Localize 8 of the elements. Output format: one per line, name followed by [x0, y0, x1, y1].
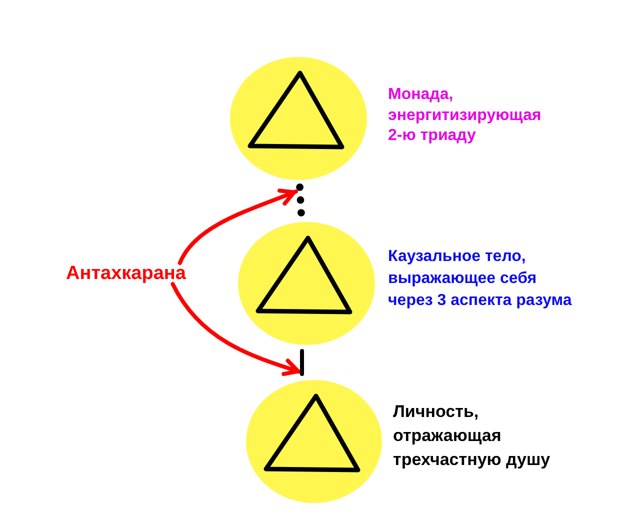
caption-text: Монада, энергитизирующая 2-ю триаду: [388, 85, 542, 146]
caption-text: Личность, отражающая трехчастную душу: [393, 401, 550, 471]
arrow: [178, 188, 298, 265]
dotted-line: [296, 183, 305, 217]
arrow: [170, 282, 302, 376]
vertical-line: [300, 349, 304, 376]
term-label: Антахкарана: [66, 263, 186, 284]
caption-text: Каузальное тело, выражающее себя через 3 аспекта разума: [388, 247, 572, 311]
